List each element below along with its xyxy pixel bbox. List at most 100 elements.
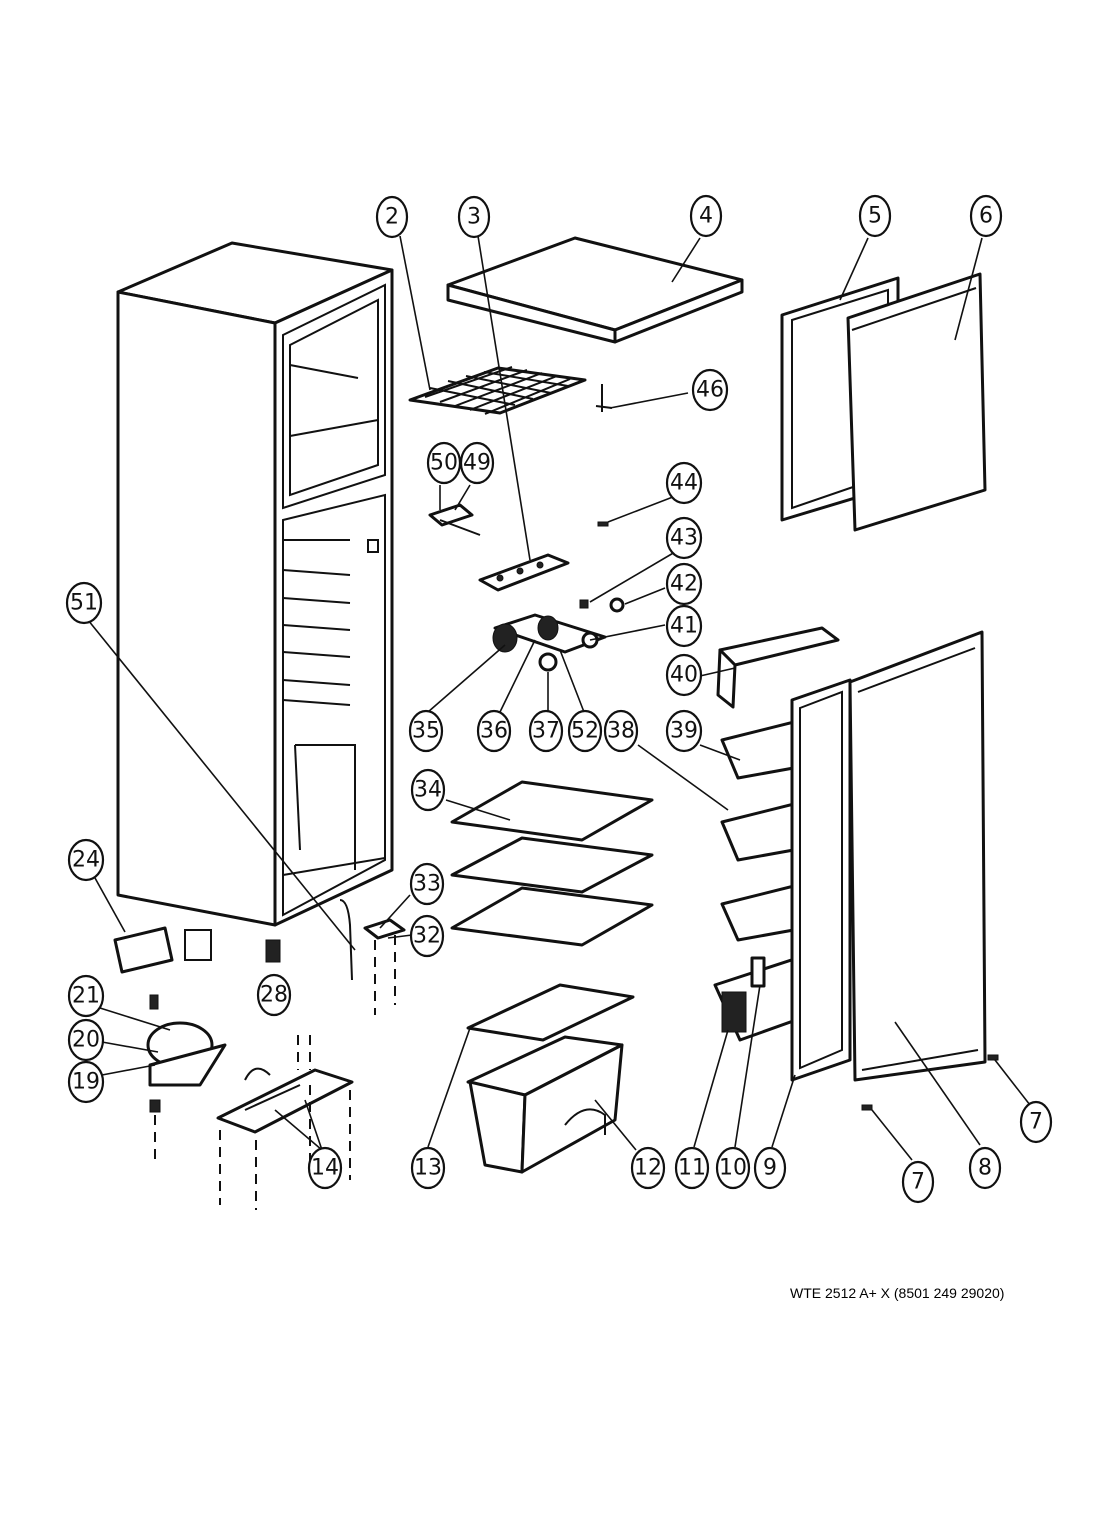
callout-39: 39 xyxy=(665,709,703,753)
thermostat-clip xyxy=(428,503,481,536)
door-hinge-screw-a xyxy=(861,1104,873,1111)
callout-label: 28 xyxy=(260,983,288,1008)
callout-label: 12 xyxy=(634,1156,662,1181)
callout-label: 46 xyxy=(696,378,724,403)
callout-24: 24 xyxy=(67,838,105,882)
callout-19: 19 xyxy=(67,1060,105,1104)
model-number-label: WTE 2512 A+ X (8501 249 29020) xyxy=(790,1285,1005,1301)
callout-20: 20 xyxy=(67,1018,105,1062)
glass-shelves xyxy=(450,780,654,947)
callout-13: 13 xyxy=(410,1146,446,1190)
callout-2: 2 xyxy=(375,195,409,239)
callout-label: 41 xyxy=(670,614,698,639)
callout-label: 37 xyxy=(532,719,560,744)
callouts: 2 3 4 5 6 46 50 49 44 43 42 41 51 40 35 … xyxy=(65,194,1053,1204)
callout-label: 10 xyxy=(719,1156,747,1181)
fridge-door xyxy=(848,630,987,1082)
crisper-cover xyxy=(466,983,635,1042)
callout-label: 4 xyxy=(699,204,713,229)
top-cover xyxy=(446,236,744,344)
compressor xyxy=(146,994,227,1165)
door-hinge-screw-b xyxy=(987,1054,999,1061)
callout-51: 51 xyxy=(65,581,103,625)
callout-34: 34 xyxy=(410,768,446,812)
freezer-wire-shelf xyxy=(408,366,587,415)
callout-label: 5 xyxy=(868,204,882,229)
hinge-pin xyxy=(595,384,613,412)
relay-clip xyxy=(184,929,212,961)
callout-label: 21 xyxy=(72,984,100,1009)
callout-28: 28 xyxy=(256,973,292,1017)
callout-label: 8 xyxy=(978,1156,992,1181)
crisper-drawer xyxy=(466,1035,624,1174)
callout-38: 38 xyxy=(603,709,639,753)
callout-40: 40 xyxy=(665,653,703,697)
callout-label: 35 xyxy=(412,719,440,744)
hinge-bracket xyxy=(363,918,406,1015)
callout-label: 49 xyxy=(463,451,491,476)
callout-52: 52 xyxy=(567,709,603,753)
screw-44 xyxy=(597,521,609,527)
callout-32: 32 xyxy=(409,914,445,958)
callout-43: 43 xyxy=(665,516,703,560)
callout-label: 51 xyxy=(70,591,98,616)
callout-50: 50 xyxy=(426,441,462,485)
callout-41: 41 xyxy=(665,604,703,648)
callout-21: 21 xyxy=(67,974,105,1018)
door-gasket xyxy=(790,678,852,1082)
callout-label: 24 xyxy=(72,848,100,873)
callout-label: 7 xyxy=(1029,1110,1043,1135)
callout-label: 33 xyxy=(413,872,441,897)
cold-plate xyxy=(478,553,570,592)
callout-label: 34 xyxy=(414,778,442,803)
callout-35: 35 xyxy=(408,709,444,753)
callout-label: 44 xyxy=(670,471,698,496)
callout-label: 50 xyxy=(430,451,458,476)
callout-label: 3 xyxy=(467,205,481,230)
callout-label: 7 xyxy=(911,1170,925,1195)
callout-44: 44 xyxy=(665,461,703,505)
callout-42: 42 xyxy=(665,562,703,606)
callout-37: 37 xyxy=(528,709,564,753)
callout-label: 2 xyxy=(385,205,399,230)
callout-label: 36 xyxy=(480,719,508,744)
callout-label: 42 xyxy=(670,572,698,597)
callout-label: 14 xyxy=(311,1156,339,1181)
callout-label: 13 xyxy=(414,1156,442,1181)
callout-6: 6 xyxy=(969,194,1003,238)
callout-46: 46 xyxy=(691,368,729,412)
callout-label: 40 xyxy=(670,663,698,688)
callout-4: 4 xyxy=(689,194,723,238)
callout-11: 11 xyxy=(674,1146,710,1190)
thermostat-housing xyxy=(492,613,607,672)
drip-tray xyxy=(113,926,174,974)
leader-lines xyxy=(87,235,1031,1161)
bulb-42 xyxy=(609,597,625,613)
callout-label: 52 xyxy=(571,719,599,744)
lamp-43 xyxy=(579,599,589,609)
freezer-door xyxy=(846,272,987,532)
callout-36: 36 xyxy=(476,709,512,753)
callout-label: 32 xyxy=(413,924,441,949)
callout-7-bottom: 7 xyxy=(901,1160,935,1204)
callout-label: 43 xyxy=(670,526,698,551)
callout-7-right: 7 xyxy=(1019,1100,1053,1144)
callout-label: 38 xyxy=(607,719,635,744)
callout-49: 49 xyxy=(459,441,495,485)
callout-label: 9 xyxy=(763,1156,777,1181)
callout-12: 12 xyxy=(630,1146,666,1190)
callout-8: 8 xyxy=(968,1146,1002,1190)
callout-5: 5 xyxy=(858,194,892,238)
callout-label: 20 xyxy=(72,1028,100,1053)
callout-10: 10 xyxy=(715,1146,751,1190)
drain-hose xyxy=(339,899,353,981)
callout-label: 19 xyxy=(72,1070,100,1095)
callout-label: 6 xyxy=(979,204,993,229)
callout-9: 9 xyxy=(753,1146,787,1190)
foot-28 xyxy=(265,939,281,963)
callout-14: 14 xyxy=(307,1146,343,1190)
callout-33: 33 xyxy=(409,862,445,906)
callout-label: 39 xyxy=(670,719,698,744)
callout-label: 11 xyxy=(678,1156,706,1181)
